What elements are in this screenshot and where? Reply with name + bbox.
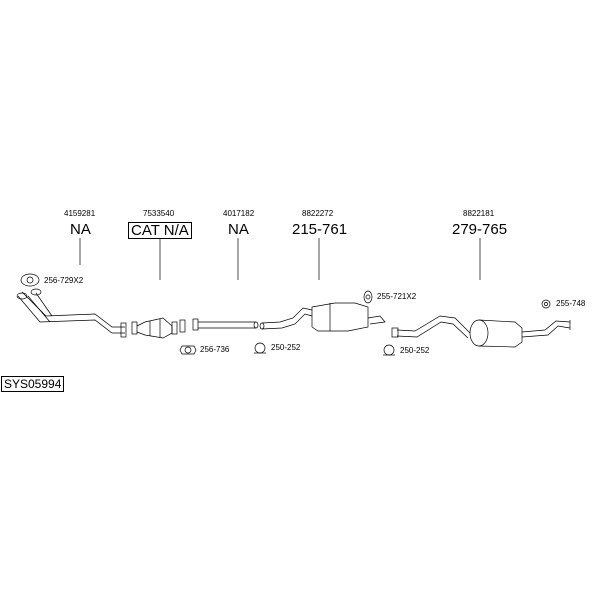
rubber-mount-255-721-icon <box>363 290 373 304</box>
clamp-250-252-icon-1 <box>254 342 266 354</box>
part-label-rear-silencer: 279-765 <box>452 221 508 238</box>
part-label-center-silencer: 215-761 <box>292 221 348 238</box>
fitting-code-250-252-1: 250-252 <box>271 343 301 352</box>
part-ref-center-silencer: 8822272 <box>302 209 334 218</box>
part-ref-rear-silencer: 8822181 <box>463 209 495 218</box>
front-pipe-drawing <box>16 288 127 338</box>
part-ref-front-pipe: 4159281 <box>64 209 96 218</box>
part-ref-intermediate-pipe: 4017182 <box>223 209 255 218</box>
rubber-mount-255-748-icon <box>541 299 551 309</box>
part-ref-catalyst: 7533540 <box>143 209 175 218</box>
part-label-catalyst: CAT N/A <box>128 222 192 239</box>
part-label-intermediate-pipe: NA <box>228 221 249 238</box>
gasket-256-729-icon <box>20 273 40 287</box>
part-label-front-pipe: NA <box>70 221 91 238</box>
catalyst-drawing <box>131 317 186 339</box>
fitting-code-256-729: 256-729X2 <box>44 276 84 285</box>
gasket-256-736-icon <box>179 345 197 355</box>
fitting-code-255-748: 255-748 <box>556 299 586 308</box>
fitting-code-255-721: 255-721X2 <box>377 292 417 301</box>
intermediate-pipe-drawing <box>192 318 259 331</box>
rear-silencer-drawing <box>391 315 571 348</box>
clamp-250-252-icon-2 <box>383 344 395 356</box>
fitting-code-256-736: 256-736 <box>200 345 230 354</box>
fitting-code-250-252-2: 250-252 <box>400 346 430 355</box>
center-silencer-drawing <box>259 302 386 332</box>
system-id-label: SYS05994 <box>1 376 65 392</box>
